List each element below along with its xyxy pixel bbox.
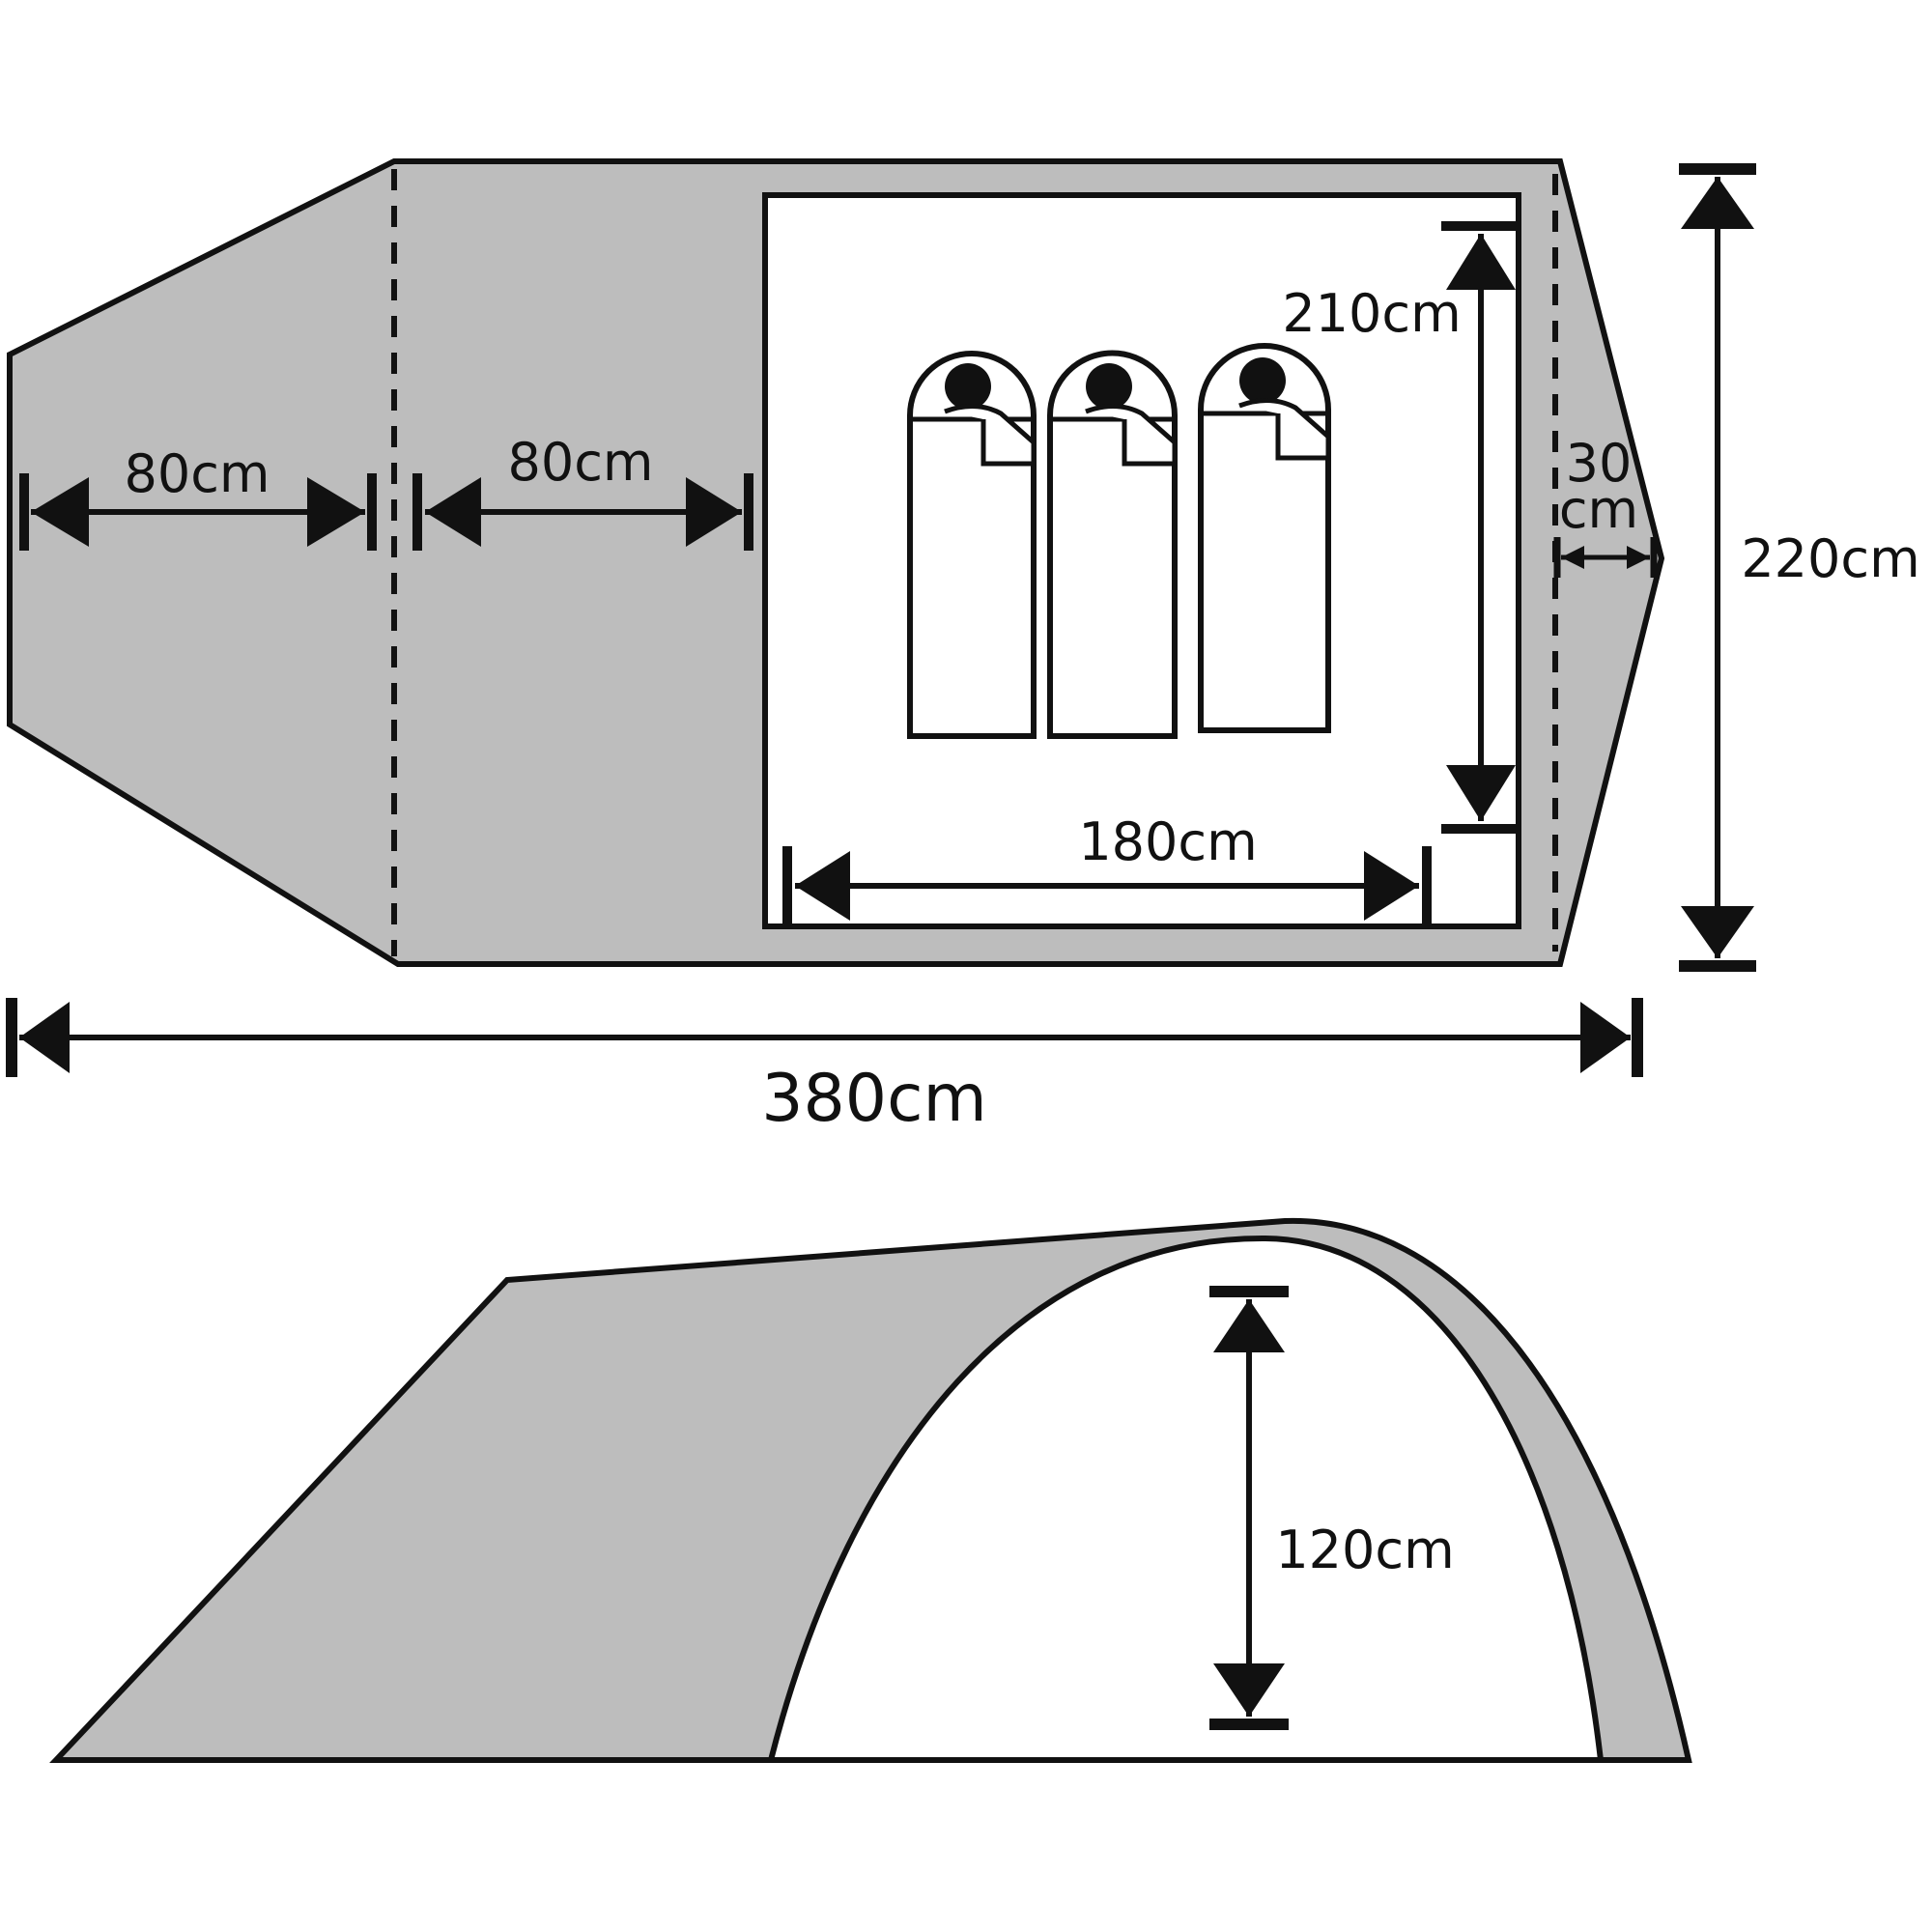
sleeping-bags: [907, 343, 1331, 739]
inner-length-label: 210cm: [1282, 283, 1461, 344]
sleeper-head-icon: [1086, 363, 1132, 410]
sleeping-bag: [1198, 343, 1331, 733]
dimension-vestibule-2: 80cm: [412, 432, 753, 551]
side-elevation-view: 120cm: [49, 1217, 1692, 1763]
inner-tent-opening: [767, 1235, 1605, 1763]
dimension-inner-width: 180cm: [782, 811, 1432, 925]
dimension-rear-gap: 30 cm: [1553, 433, 1658, 578]
dimension-vestibule-1: 80cm: [19, 443, 377, 551]
dimension-inner-length: 210cm: [1282, 221, 1520, 834]
sleeper-head-icon: [1239, 357, 1286, 404]
total-width-label: 220cm: [1741, 528, 1919, 589]
sleeping-bag: [907, 351, 1037, 739]
inner-width-label: 180cm: [1078, 811, 1257, 872]
vestibule-2-label: 80cm: [507, 432, 653, 493]
rear-gap-label-line2: cm: [1559, 479, 1638, 540]
total-length-label: 380cm: [761, 1061, 986, 1137]
dimension-total-length: 380cm: [6, 998, 1643, 1137]
rear-gap-label-line1: 30: [1566, 433, 1633, 494]
inner-height-label: 120cm: [1275, 1520, 1454, 1580]
vestibule-1-label: 80cm: [124, 443, 270, 504]
dimension-total-width: 220cm: [1679, 163, 1920, 972]
sleeping-bag: [1047, 350, 1178, 739]
sleeper-head-icon: [945, 363, 991, 410]
dimension-inner-height: 120cm: [1209, 1286, 1455, 1730]
floor-plan-view: 80cm 80cm 210cm 180cm: [6, 158, 1920, 1137]
